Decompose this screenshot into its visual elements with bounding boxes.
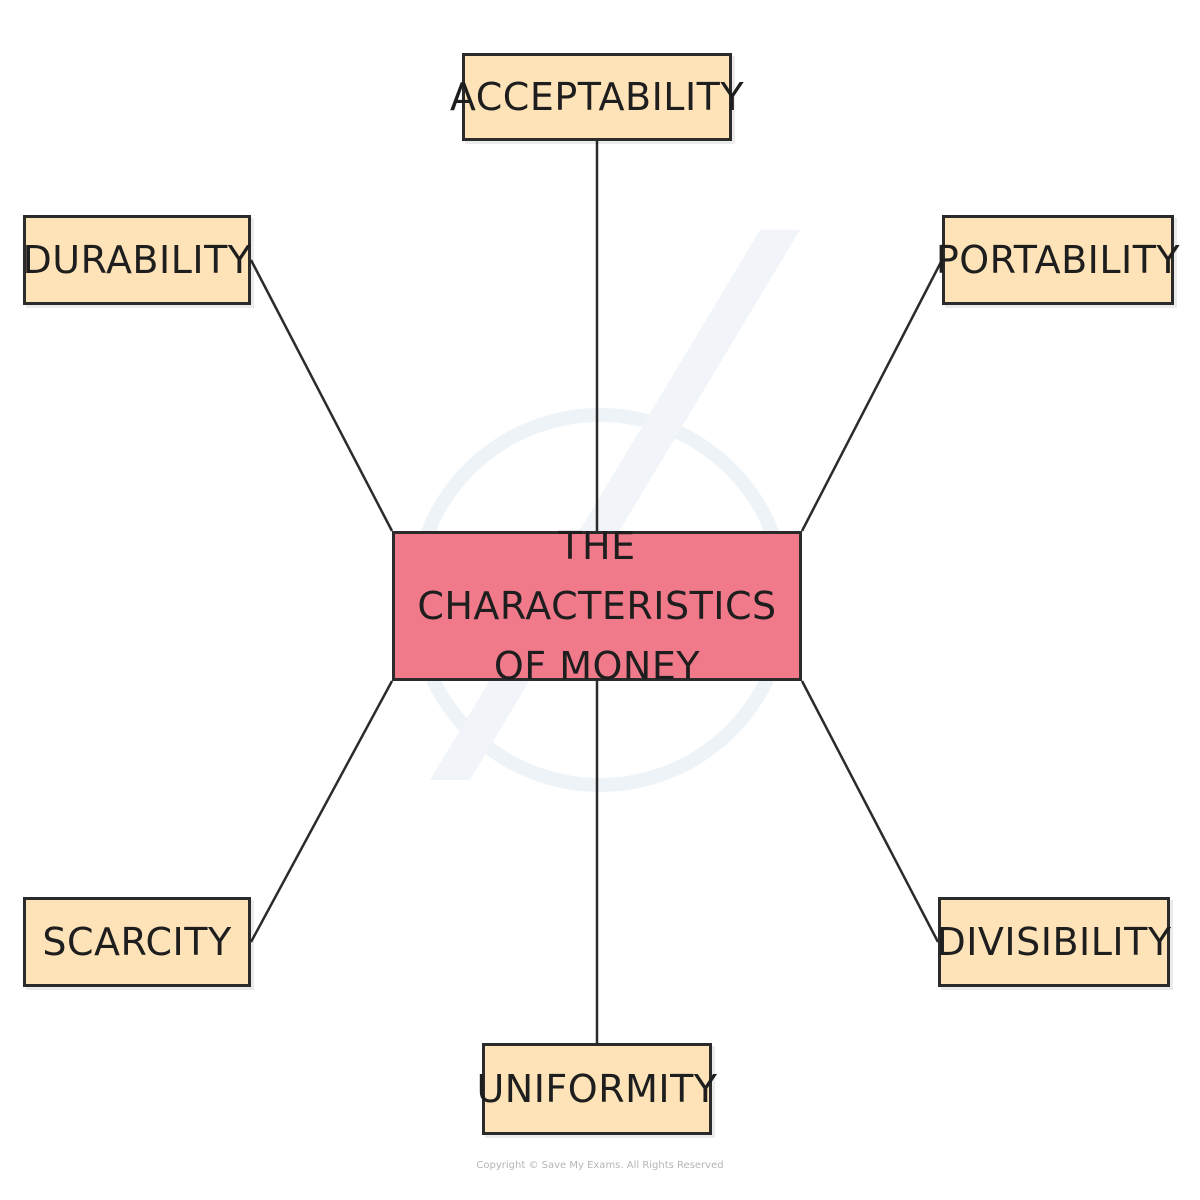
connector-divisibility — [800, 680, 940, 943]
node-durability: DURABILITY — [23, 215, 251, 305]
connector-portability — [800, 259, 944, 532]
node-divisibility: DIVISIBILITY — [936, 897, 1172, 987]
node-scarcity: SCARCITY — [23, 897, 251, 987]
node-portability: PORTABILITY — [936, 215, 1180, 305]
node-divisibility-label: DIVISIBILITY — [936, 920, 1172, 964]
center-node: THE CHARACTERISTICS OF MONEY — [392, 524, 802, 688]
node-acceptability-label: ACCEPTABILITY — [449, 75, 745, 119]
center-title-line-2: OF MONEY — [493, 644, 701, 688]
copyright-notice: Copyright © Save My Exams. All Rights Re… — [476, 1160, 724, 1171]
node-durability-label: DURABILITY — [22, 238, 252, 282]
node-acceptability: ACCEPTABILITY — [450, 53, 744, 141]
connector-durability — [249, 259, 394, 532]
connector-scarcity — [249, 680, 394, 943]
center-title-line-1: THE CHARACTERISTICS — [417, 524, 777, 628]
node-uniformity-label: UNIFORMITY — [476, 1067, 718, 1111]
node-portability-label: PORTABILITY — [935, 238, 1181, 282]
node-uniformity: UNIFORMITY — [476, 1043, 717, 1135]
node-scarcity-label: SCARCITY — [42, 920, 232, 964]
